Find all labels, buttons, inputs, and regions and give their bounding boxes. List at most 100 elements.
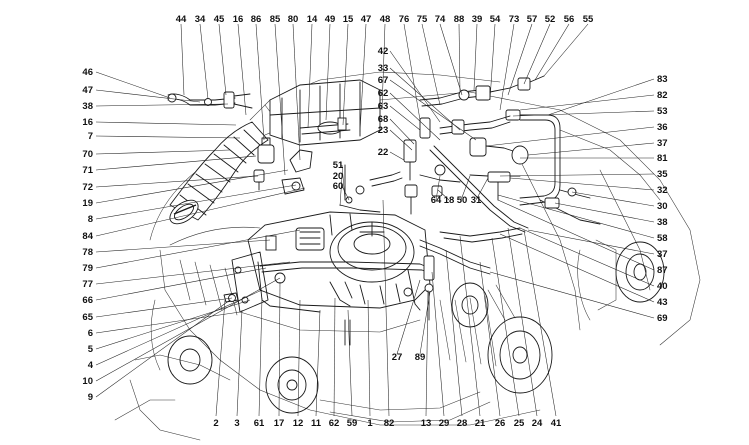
callout-12: 12 bbox=[293, 418, 304, 429]
callouts-top: 44 34 45 16 86 85 80 14 49 15 47 48 76 7… bbox=[176, 14, 594, 25]
callout-30: 30 bbox=[657, 201, 668, 212]
callout-55: 55 bbox=[583, 14, 594, 25]
callout-41: 41 bbox=[551, 418, 562, 429]
callout-23: 23 bbox=[378, 125, 389, 136]
callout-49: 49 bbox=[325, 14, 336, 25]
callout-37: 37 bbox=[657, 138, 668, 149]
callout-13: 13 bbox=[421, 418, 432, 429]
auxiliary-air-valve bbox=[253, 137, 313, 195]
callout-4: 4 bbox=[88, 360, 94, 371]
callout-16: 16 bbox=[82, 117, 93, 128]
callout-37: 37 bbox=[657, 249, 668, 260]
callout-79: 79 bbox=[82, 263, 93, 274]
callouts-bottom: 2 3 61 17 12 11 62 59 1 82 13 29 28 21 2… bbox=[213, 418, 562, 429]
callout-18: 18 bbox=[444, 195, 455, 206]
fuel-lines-right bbox=[419, 75, 601, 275]
callout-89: 89 bbox=[415, 352, 426, 363]
callout-17: 17 bbox=[274, 418, 285, 429]
callout-2: 2 bbox=[213, 418, 218, 429]
callout-3: 3 bbox=[234, 418, 239, 429]
callout-59: 59 bbox=[347, 418, 358, 429]
air-intake-hose bbox=[169, 121, 269, 225]
callout-20: 20 bbox=[333, 171, 344, 182]
timing-pulley bbox=[577, 239, 665, 321]
callout-87: 87 bbox=[657, 265, 668, 276]
callout-22: 22 bbox=[378, 147, 389, 158]
callout-50: 50 bbox=[457, 195, 468, 206]
callout-65: 65 bbox=[82, 312, 93, 323]
callout-36: 36 bbox=[657, 122, 668, 133]
callout-43: 43 bbox=[657, 297, 668, 308]
callout-34: 34 bbox=[195, 14, 206, 25]
callout-81: 81 bbox=[657, 153, 668, 164]
callout-68: 68 bbox=[378, 114, 389, 125]
callout-14: 14 bbox=[307, 14, 318, 25]
callout-77: 77 bbox=[82, 279, 93, 290]
callout-88: 88 bbox=[454, 14, 465, 25]
callout-47: 47 bbox=[361, 14, 372, 25]
callout-67: 67 bbox=[378, 75, 389, 86]
callout-63: 63 bbox=[378, 101, 389, 112]
callout-8: 8 bbox=[88, 214, 93, 225]
callout-47: 47 bbox=[82, 85, 93, 96]
callout-73: 73 bbox=[509, 14, 520, 25]
callout-25: 25 bbox=[514, 418, 525, 429]
callout-52: 52 bbox=[545, 14, 556, 25]
callout-78: 78 bbox=[82, 247, 93, 258]
callout-76: 76 bbox=[399, 14, 410, 25]
callout-5: 5 bbox=[88, 344, 94, 355]
callout-85: 85 bbox=[270, 14, 281, 25]
leader-lines bbox=[95, 23, 655, 417]
callout-15: 15 bbox=[343, 14, 354, 25]
callout-53: 53 bbox=[657, 106, 668, 117]
callout-19: 19 bbox=[82, 198, 93, 209]
callout-61: 61 bbox=[254, 418, 265, 429]
callout-32: 32 bbox=[657, 185, 668, 196]
callout-10: 10 bbox=[82, 376, 93, 387]
callout-58: 58 bbox=[657, 233, 668, 244]
callout-64: 64 bbox=[431, 195, 442, 206]
callout-51: 51 bbox=[333, 160, 344, 171]
callout-84: 84 bbox=[82, 231, 93, 242]
callout-45: 45 bbox=[214, 14, 225, 25]
callout-71: 71 bbox=[82, 165, 93, 176]
callout-62: 62 bbox=[378, 88, 389, 99]
callout-9: 9 bbox=[88, 392, 93, 403]
callout-56: 56 bbox=[564, 14, 575, 25]
callout-33: 33 bbox=[378, 63, 389, 74]
engine-illustration bbox=[114, 71, 701, 441]
callout-82: 82 bbox=[384, 418, 395, 429]
callout-6: 6 bbox=[88, 328, 93, 339]
callout-86: 86 bbox=[251, 14, 262, 25]
callout-38: 38 bbox=[82, 101, 93, 112]
callout-82: 82 bbox=[657, 90, 668, 101]
callout-48: 48 bbox=[380, 14, 391, 25]
callout-39: 39 bbox=[472, 14, 483, 25]
callout-35: 35 bbox=[657, 169, 668, 180]
callout-70: 70 bbox=[82, 149, 93, 160]
callout-57: 57 bbox=[527, 14, 538, 25]
callout-1: 1 bbox=[367, 418, 373, 429]
front-pulleys bbox=[167, 282, 553, 423]
callout-72: 72 bbox=[82, 182, 93, 193]
callout-69: 69 bbox=[657, 313, 668, 324]
callout-60: 60 bbox=[333, 181, 344, 192]
callouts-left: 46 47 38 16 7 70 71 72 19 8 84 78 79 77 … bbox=[82, 67, 93, 403]
callout-7: 7 bbox=[88, 131, 93, 142]
callout-54: 54 bbox=[490, 14, 501, 25]
callouts-inner: 42 33 67 62 63 68 23 22 51 20 60 64 18 5… bbox=[333, 46, 482, 363]
callout-11: 11 bbox=[311, 418, 322, 429]
intake-plenum bbox=[269, 79, 381, 146]
callout-83: 83 bbox=[657, 74, 668, 85]
callout-75: 75 bbox=[417, 14, 428, 25]
callout-21: 21 bbox=[475, 418, 486, 429]
callout-29: 29 bbox=[439, 418, 450, 429]
callout-66: 66 bbox=[82, 295, 93, 306]
callout-24: 24 bbox=[532, 418, 543, 429]
callout-28: 28 bbox=[457, 418, 468, 429]
callout-42: 42 bbox=[378, 46, 389, 57]
mixture-control-unit bbox=[247, 211, 431, 346]
fuel-return-lines bbox=[259, 255, 435, 321]
callout-31: 31 bbox=[471, 195, 482, 206]
